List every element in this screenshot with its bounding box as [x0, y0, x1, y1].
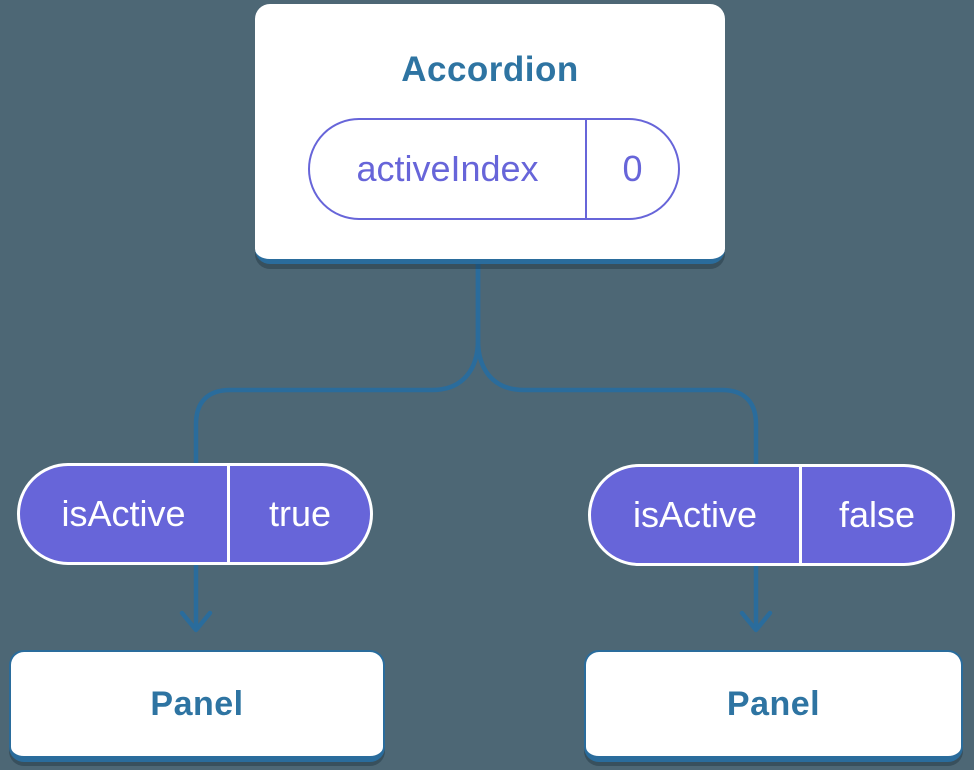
state-pill: activeIndex 0 [308, 118, 680, 220]
right-panel-title: Panel [726, 684, 821, 723]
right-prop-label: isActive [591, 467, 802, 563]
accordion-title: Accordion [401, 50, 579, 89]
right-prop-pill: isActive false [588, 464, 955, 566]
left-prop-label: isActive [20, 466, 230, 562]
right-arrow-down-icon [739, 564, 773, 633]
connector-root-to-left-pill [193, 257, 481, 469]
state-pill-label: activeIndex [310, 120, 587, 218]
right-panel-card: Panel [584, 650, 963, 762]
accordion-card: Accordion activeIndex 0 [255, 4, 725, 264]
left-panel-title: Panel [150, 684, 244, 723]
left-arrow-down-icon [179, 563, 213, 633]
connector-root-to-right-pill [475, 257, 759, 469]
left-prop-value: true [268, 493, 332, 534]
left-prop-pill: isActive true [17, 463, 373, 565]
left-panel-card: Panel [9, 650, 385, 762]
right-prop-value: false [838, 494, 916, 535]
state-pill-value: 0 [622, 148, 643, 189]
